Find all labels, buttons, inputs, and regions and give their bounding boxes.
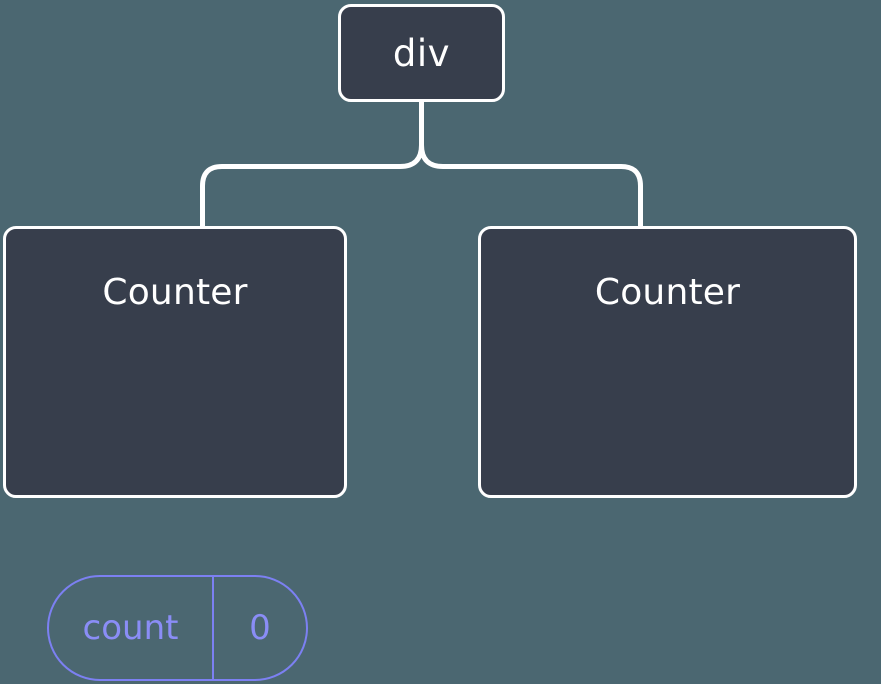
state-pill-count-left[interactable]: count 0 [47, 575, 308, 681]
node-div-label: div [392, 31, 451, 75]
component-tree-diagram: div Counter count 0 Counter count 1 [3, 4, 857, 681]
node-counter-left-label: Counter [102, 272, 248, 313]
state-key-left: count [49, 577, 214, 679]
node-counter-right[interactable]: Counter count 1 [478, 226, 857, 498]
connector-to-left-child [200, 144, 424, 228]
node-counter-right-label: Counter [594, 272, 741, 313]
node-counter-left[interactable]: Counter count 0 [3, 226, 347, 681]
node-div[interactable]: div [338, 4, 505, 102]
state-value-left: 0 [249, 608, 271, 648]
connector-to-right-child [419, 144, 643, 228]
